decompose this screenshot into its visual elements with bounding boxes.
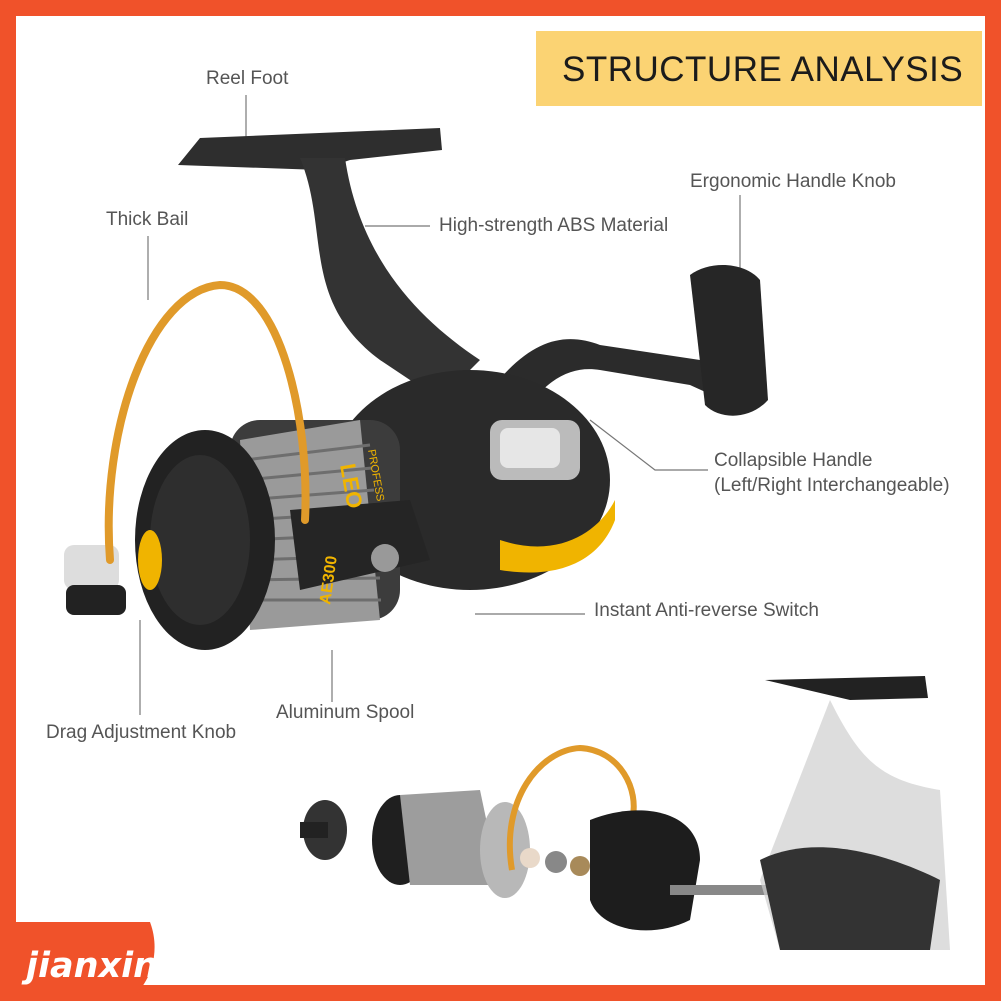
label-collapsible-handle: Collapsible Handle [714, 450, 873, 471]
label-aluminum-spool: Aluminum Spool [276, 702, 415, 723]
spool-brand-text: LEO [335, 462, 367, 511]
label-collapsible-handle-note: (Left/Right Interchangeable) [714, 475, 950, 496]
label-thick-bail: Thick Bail [106, 209, 189, 230]
watermark-badge [0, 922, 155, 1001]
label-handle-knob: Ergonomic Handle Knob [690, 171, 896, 192]
page-title: STRUCTURE ANALYSIS [562, 50, 964, 89]
leader-lines [139, 95, 741, 715]
label-drag-knob: Drag Adjustment Knob [46, 722, 237, 743]
spool-sub-text: PROFESS [365, 448, 386, 502]
watermark-text: jianxin [26, 946, 159, 986]
label-abs-material: High-strength ABS Material [439, 215, 669, 236]
title-banner: STRUCTURE ANALYSIS [536, 31, 982, 106]
label-anti-reverse: Instant Anti-reverse Switch [594, 600, 819, 621]
label-reel-foot: Reel Foot [206, 68, 289, 89]
bail-wire [104, 280, 310, 564]
reel-body [64, 128, 768, 650]
spool-model-text: AE300 [317, 555, 341, 606]
exploded-view [300, 676, 950, 950]
